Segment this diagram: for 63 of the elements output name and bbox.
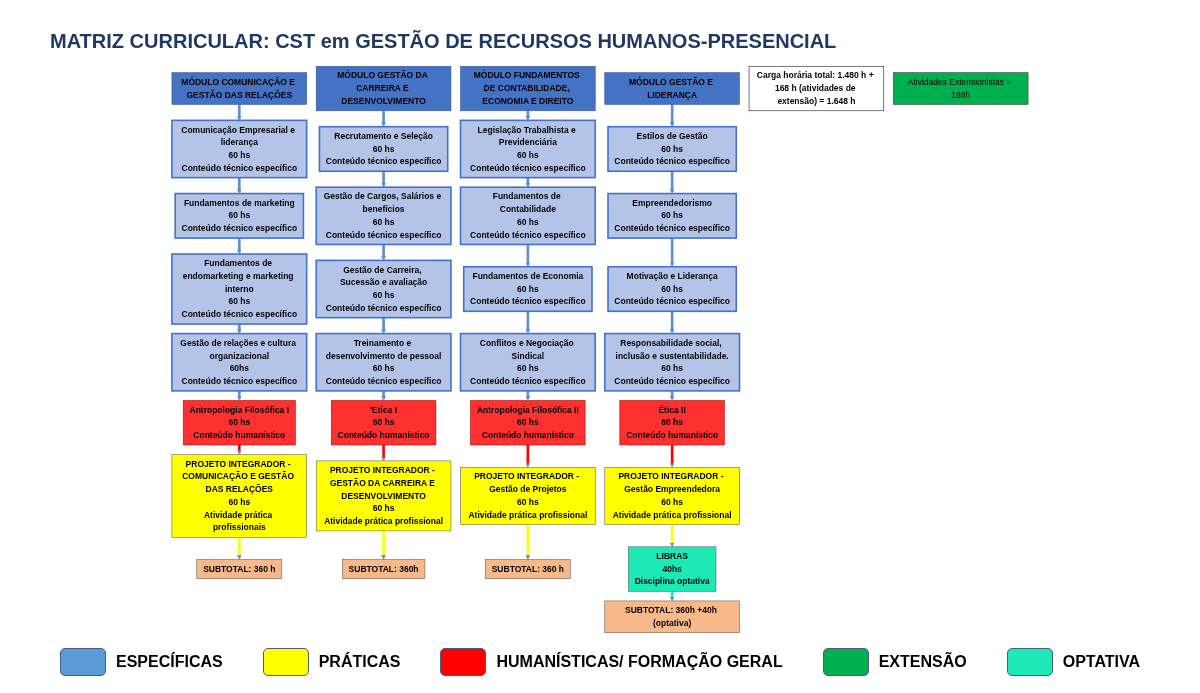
arrow: [669, 104, 675, 127]
node-box: Gestão de relações e cultura organizacional 60hs Conteúdo técnico específico: [171, 332, 308, 392]
legend-label: HUMANÍSTICAS/ FORMAÇÃO GERAL: [496, 653, 783, 671]
arrow: [236, 323, 242, 334]
arrow: [669, 311, 675, 334]
node-box: PROJETO INTEGRADOR - GESTÃO DA CARREIRA E DESENVOLVIMENTO 60 hs Atividade prática profissional: [315, 460, 452, 532]
node-box: MÓDULO FUNDAMENTOS DE CONTABILIDADE, ECONOMIA E DIREITO: [460, 65, 596, 112]
node-box: LIBRAS 40hs Disciplina optativa: [628, 546, 717, 592]
node-box: SUBTOTAL: 360 h: [196, 559, 283, 579]
arrow: [381, 171, 386, 188]
node-box: Fundamentos de Contabilidade 60 hs Conteúdo técnico específico: [459, 186, 597, 246]
node-box: SUBTOTAL: 360h: [341, 559, 426, 579]
node-box: Conflitos e Negociação Sindical 60 hs Conteúdo técnico específico: [459, 332, 597, 392]
node-box: PROJETO INTEGRADOR - Gestão Empreendedora 60 hs Atividade prática profissional: [604, 467, 740, 525]
node-box: Fundamentos de endomarketing e marketing interno 60 hs Conteúdo técnico específico: [171, 253, 308, 325]
arrow: [525, 243, 531, 267]
node-box: Gestão de Cargos, Salários e benefícios 60 hs Conteúdo técnico específico: [315, 186, 452, 246]
node-box: Gestão de Carreira, Sucessão e avaliação 60 hs Conteúdo técnico específico: [315, 259, 452, 319]
node-box: Fundamentos de marketing 60 hs Conteúdo técnico específico: [174, 192, 305, 239]
node-box: Atividades Extensionistas = 168h: [893, 72, 1029, 105]
arrow: [381, 110, 386, 127]
diagram-title: MATRIZ CURRICULAR: CST em GESTÃO DE RECURSOS HUMANOS-PRESENCIAL: [50, 30, 837, 53]
arrow: [525, 444, 531, 468]
node-box: Empreendedorismo 60 hs Conteúdo técnico específico: [607, 192, 738, 239]
arrow: [669, 444, 675, 468]
arrow: [236, 238, 242, 255]
legend-label: OPTATIVA: [1062, 653, 1140, 671]
legend-label: ESPECÍFICAS: [116, 653, 223, 671]
node-box: Carga horária total: 1.480 h + 168 h (atividades de extensão) = 1.648 h: [748, 65, 885, 112]
arrow: [381, 317, 386, 334]
arrow: [669, 171, 675, 194]
arrow: [669, 524, 675, 548]
node-box: Comunicação Empresarial e liderança 60 hs Conteúdo técnico específico: [171, 119, 308, 179]
node-box: Legislação Trabalhista e Previdenciária 60 hs Conteúdo técnico específico: [459, 119, 597, 179]
node-box: PROJETO INTEGRADOR - Gestão de Projetos 60 hs Atividade prática profissional: [460, 467, 596, 525]
node-box: Ética II 60 hs Conteúdo humanístico: [619, 400, 725, 446]
arrow: [381, 390, 386, 401]
arrow: [381, 444, 386, 462]
node-box: Fundamentos de Economia 60 hs Conteúdo técnico específico: [462, 265, 593, 313]
arrow: [236, 104, 242, 121]
node-box: 'Etica I 60 hs Conteúdo humanístico: [330, 400, 437, 446]
node-box: Responsabilidade social, inclusão e sustentabilidade. 60 hs Conteúdo técnico específico: [603, 332, 741, 392]
node-box: Treinamento e desenvolvimento de pessoal 60 hs Conteúdo técnico específico: [315, 332, 452, 392]
node-box: PROJETO INTEGRADOR - COMUNICAÇÃO E GESTÃO DAS RELAÇÕES 60 hs Atividade prática profissionais: [171, 454, 307, 538]
legend-label: PRÁTICAS: [318, 653, 401, 671]
legend-label: EXTENSÃO: [878, 653, 967, 671]
node-box: Estilos de Gestão 60 hs Conteúdo técnico específico: [607, 125, 738, 173]
node-box: MÓDULO GESTÃO E LIDERANÇA: [604, 72, 740, 105]
arrow: [381, 530, 386, 560]
arrow: [525, 311, 531, 334]
arrow: [236, 177, 242, 194]
arrow: [525, 524, 531, 560]
node-box: Antropologia Filosófica II 60 hs Conteúdo humanístico: [470, 400, 586, 446]
node-box: Recrutamento e Seleção 60 hs Conteúdo técnico específico: [318, 125, 449, 173]
arrow: [236, 536, 242, 560]
node-box: SUBTOTAL: 360 h: [485, 559, 571, 579]
node-box: Antropologia Filosófica I 60 hs Conteúdo humanístico: [182, 400, 296, 446]
arrow: [669, 238, 675, 267]
node-box: MÓDULO GESTÃO DA CARREIRA E DESENVOLVIMENTO: [315, 65, 452, 112]
arrow: [381, 243, 386, 261]
node-box: Motivação e Liderança 60 hs Conteúdo técnico específico: [607, 265, 738, 313]
node-box: SUBTOTAL: 360h +40h (optativa): [604, 600, 740, 634]
node-box: MÓDULO COMUNICAÇÃO E GESTÃO DAS RELAÇÕES: [171, 72, 307, 105]
